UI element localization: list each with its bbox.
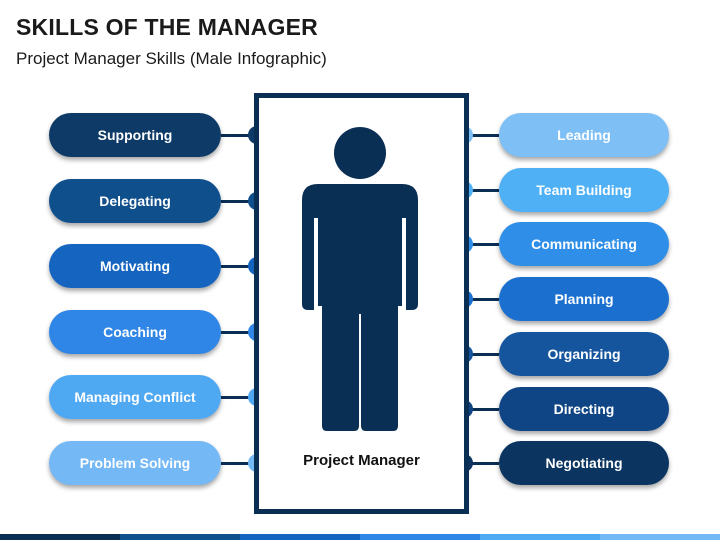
right-skill-communicating: Communicating [499, 222, 669, 267]
footer-color-segment [480, 534, 600, 540]
center-label: Project Manager [303, 452, 420, 469]
right-connector-line [463, 188, 499, 192]
left-connector-line [221, 462, 257, 465]
right-skill-planning: Planning [499, 277, 669, 322]
right-skill-directing: Directing [499, 386, 669, 431]
left-skill-delegating: Delegating [49, 178, 221, 223]
left-skill-problem-solving: Problem Solving [49, 441, 221, 485]
left-skill-coaching: Coaching [49, 309, 221, 354]
page-subtitle: Project Manager Skills (Male Infographic… [16, 49, 327, 68]
right-skill-leading: Leading [499, 113, 669, 157]
right-connector-line [463, 298, 499, 302]
right-connector-line [463, 407, 499, 411]
left-connector-line [221, 199, 257, 203]
left-skill-motivating: Motivating [49, 244, 221, 289]
right-skill-team-building: Team Building [499, 167, 669, 212]
right-connector-line [463, 462, 499, 466]
footer-color-segment [120, 534, 240, 540]
person-icon [302, 127, 418, 431]
footer-color-bar [0, 534, 720, 540]
footer-color-segment [0, 534, 120, 540]
page-title: SKILLS OF THE MANAGER [16, 14, 318, 40]
right-connector-line [463, 243, 499, 247]
footer-color-segment [240, 534, 360, 540]
left-connector-line [221, 265, 257, 269]
left-connector-line [221, 330, 257, 334]
right-skill-negotiating: Negotiating [499, 441, 669, 486]
right-skill-organizing: Organizing [499, 331, 669, 376]
right-connector-line [463, 352, 499, 356]
footer-color-segment [360, 534, 480, 540]
left-connector-line [221, 396, 257, 400]
footer-color-segment [600, 534, 720, 540]
left-skill-managing-conflict: Managing Conflict [49, 375, 221, 420]
left-connector-line [221, 134, 257, 137]
left-skill-supporting: Supporting [49, 113, 221, 157]
right-connector-line [463, 134, 499, 137]
